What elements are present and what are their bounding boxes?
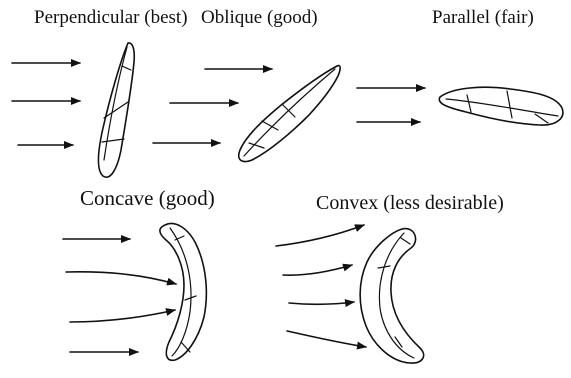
perpendicular-deflector [98,43,134,177]
concave-group [63,224,206,361]
flow-arrow [283,265,352,275]
convex-deflector [360,229,424,363]
perpendicular-group [12,43,134,177]
parallel-deflector [439,87,563,125]
parallel-group [357,87,563,125]
flow-arrow [70,310,175,322]
flow-arrow [276,225,364,246]
flow-arrow [66,272,176,284]
oblique-deflector [239,66,340,162]
concave-deflector [160,224,207,361]
oblique-group [153,66,340,162]
flow-arrow [287,331,366,347]
flow-arrow [289,302,354,304]
convex-group [276,225,424,363]
